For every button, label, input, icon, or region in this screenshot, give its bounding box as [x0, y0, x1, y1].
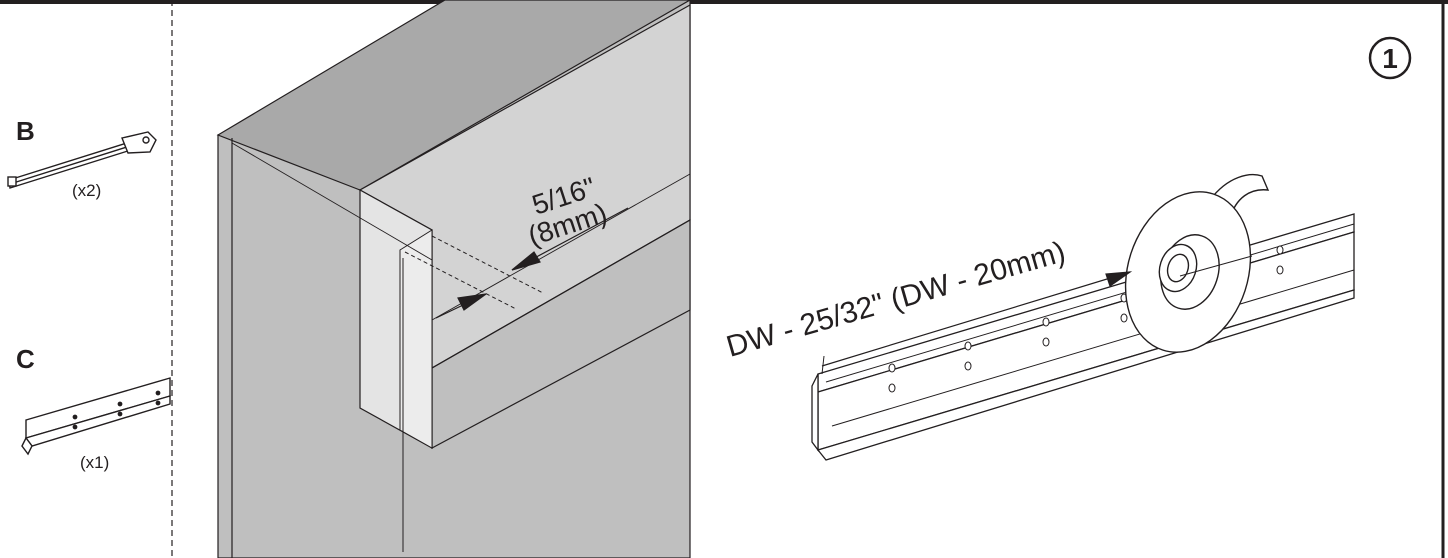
part-b-letter: B — [16, 116, 35, 146]
step-number: 1 — [1382, 43, 1398, 74]
part-c-quantity: (x1) — [80, 453, 109, 472]
part-b: B (x2) — [7, 116, 157, 200]
part-b-slide-icon — [7, 131, 157, 189]
cutting-wheel-icon — [1124, 173, 1270, 353]
cabinet-detail: 5/16" (8mm) — [216, 0, 692, 558]
cabinet-top-edge — [216, 0, 692, 191]
part-c: C (x1) — [16, 344, 171, 472]
part-b-quantity: (x2) — [72, 181, 101, 200]
step-number-badge: 1 — [1368, 36, 1412, 80]
drawer-front-edge — [399, 229, 433, 449]
inset-dimension-arrows — [435, 207, 629, 319]
metal-rail — [811, 213, 1355, 461]
part-c-letter: C — [16, 344, 35, 374]
cut-length-dimension — [821, 271, 1133, 375]
part-c-rail-icon — [21, 377, 171, 456]
